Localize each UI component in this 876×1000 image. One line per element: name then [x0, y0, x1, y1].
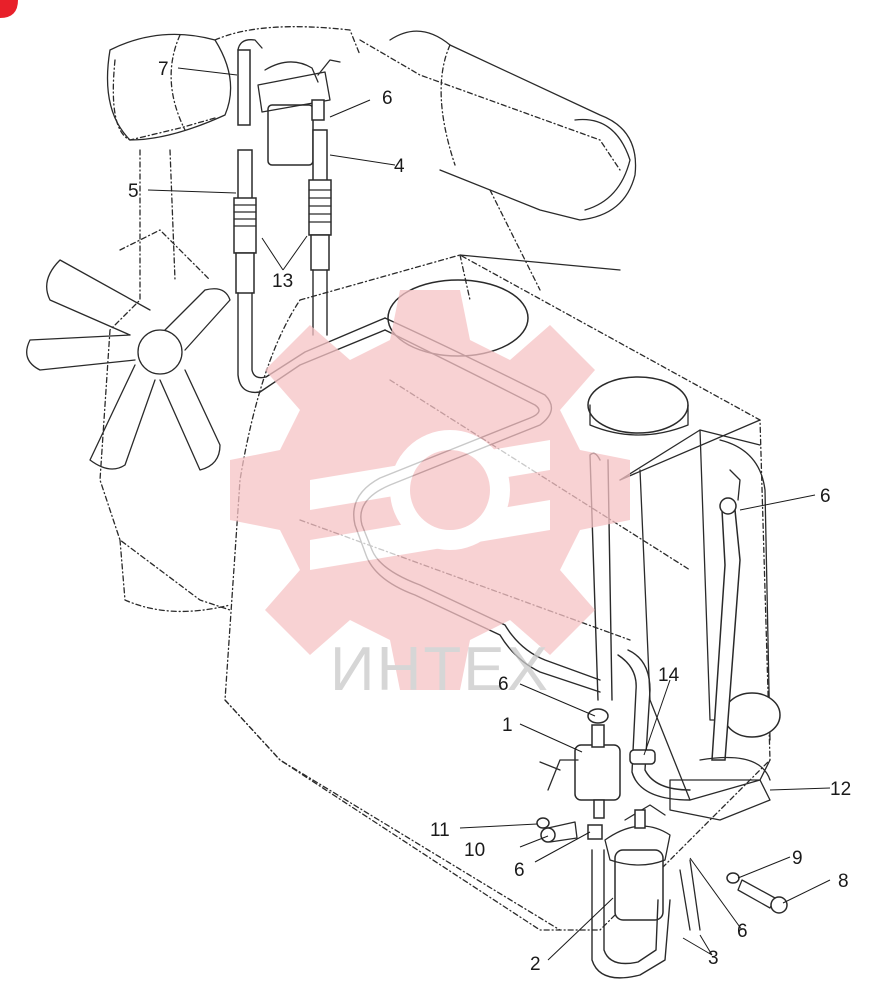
- engine-block: [99, 26, 637, 613]
- callout-6: 6: [498, 674, 509, 695]
- tank-vent-hose: [711, 469, 741, 761]
- callout-4: 4: [394, 156, 405, 177]
- callout-6: 6: [514, 860, 525, 881]
- watermark: ИНТЕХ: [230, 290, 630, 704]
- hose-5: [233, 149, 386, 394]
- callout-12: 12: [830, 779, 851, 800]
- callout-6: 6: [737, 921, 748, 942]
- hose-4: [308, 129, 332, 336]
- bolt-8: [737, 879, 788, 914]
- fuel-filter-1: [539, 708, 621, 819]
- cooling-fan: [26, 229, 231, 471]
- callout-3: 3: [708, 948, 719, 969]
- callout-1: 1: [502, 715, 513, 736]
- fuel-pump-assembly: [587, 804, 701, 979]
- corner-marker: [0, 0, 18, 18]
- washer-11: [536, 817, 550, 829]
- callout-9: 9: [792, 848, 803, 869]
- callout-10: 10: [464, 840, 485, 861]
- callout-13: 13: [272, 271, 293, 292]
- callout-7: 7: [158, 59, 169, 80]
- callout-5: 5: [128, 181, 139, 202]
- callout-labels: 7 6 4 5 13 6 14 6 1 12 11 10 9 6 8 6 2 3: [128, 59, 851, 975]
- callout-8: 8: [838, 871, 849, 892]
- bracket-12: [669, 756, 771, 821]
- watermark-text: ИНТЕХ: [330, 635, 550, 704]
- washer-9: [726, 872, 740, 884]
- callout-6: 6: [382, 88, 393, 109]
- engine-fuel-filter-assembly: [237, 39, 341, 166]
- callout-11: 11: [430, 820, 450, 841]
- pipe-14: [617, 649, 691, 801]
- callout-14: 14: [658, 665, 680, 686]
- bolt-10: [540, 821, 578, 843]
- leader-lines: [147, 67, 831, 961]
- callout-2: 2: [530, 954, 541, 975]
- callout-6: 6: [820, 486, 831, 507]
